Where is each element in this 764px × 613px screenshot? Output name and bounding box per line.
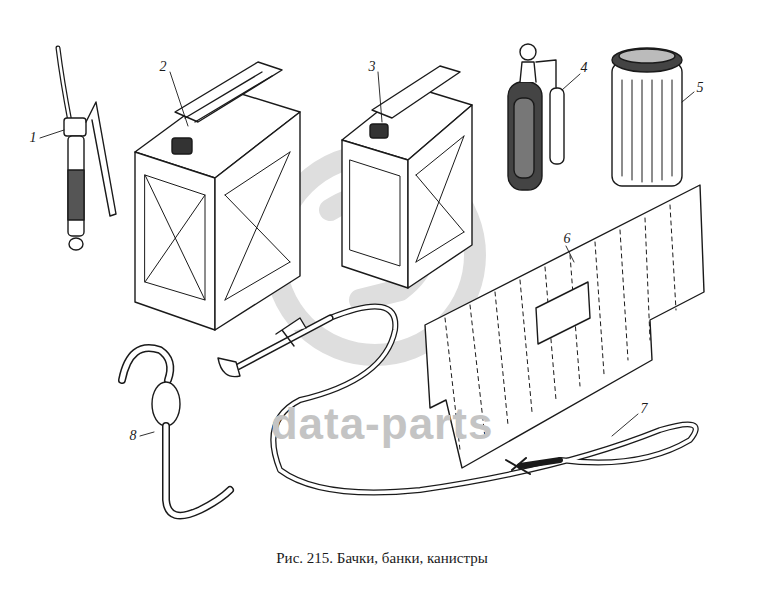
callout-number: 5: [697, 81, 704, 95]
callout-number: 4: [581, 61, 588, 75]
jar: [612, 48, 682, 186]
jerrycan-small: [342, 66, 472, 288]
bulb-pump: [122, 348, 230, 516]
callout-number: 8: [130, 429, 137, 443]
callout-number: 3: [369, 60, 376, 74]
callout-number: 7: [641, 402, 648, 416]
callout-number: 6: [564, 232, 571, 246]
watermark: data-parts: [271, 402, 494, 446]
fire-extinguisher: [508, 44, 564, 190]
jerrycan-large: [135, 62, 300, 330]
fuel-hose: [218, 306, 696, 492]
callout-number: 1: [30, 131, 37, 145]
callout-number: 2: [160, 60, 167, 74]
grease-gun: [58, 48, 116, 250]
leader-lines: [40, 72, 694, 436]
figure-caption: Рис. 215. Бачки, банки, канистры: [276, 551, 487, 566]
